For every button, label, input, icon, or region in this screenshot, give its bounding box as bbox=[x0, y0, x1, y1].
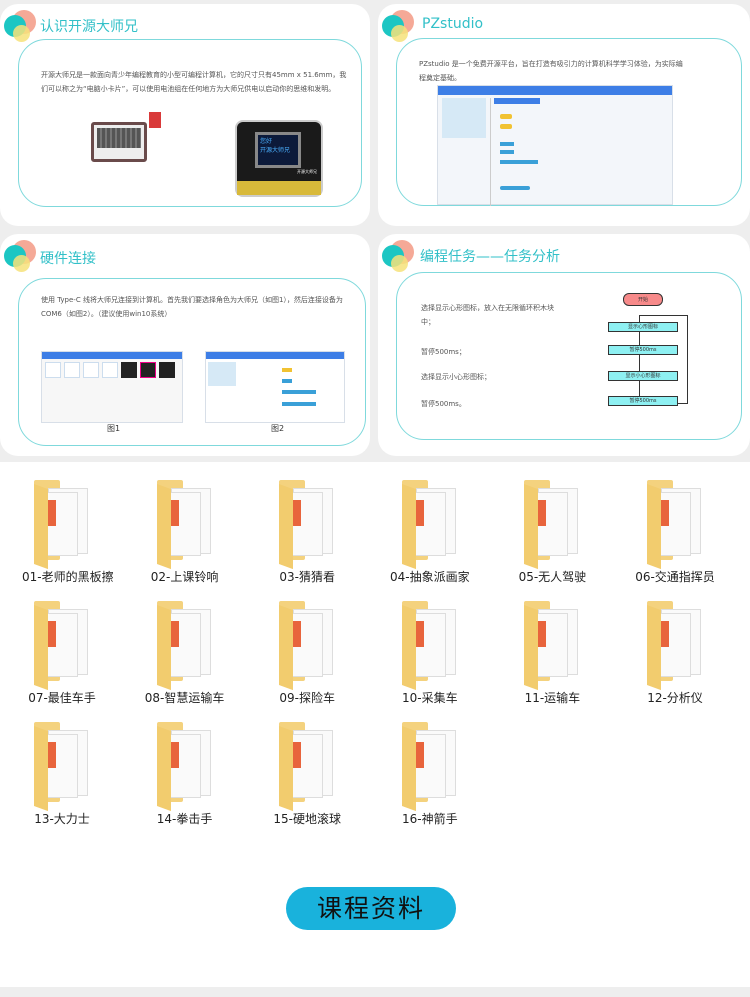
folder-label: 07-最佳车手 bbox=[28, 691, 96, 705]
folder-icon bbox=[398, 720, 462, 812]
folder-icon bbox=[275, 599, 339, 691]
folder-item[interactable]: 11-运输车 bbox=[512, 599, 592, 706]
folder-item[interactable]: 04-抽象派画家 bbox=[390, 478, 470, 585]
flow-node: 显示心形图标 bbox=[608, 322, 678, 332]
flow-node: 暂停500ms bbox=[608, 345, 678, 355]
card-title: 编程任务——任务分析 bbox=[420, 249, 560, 265]
card-title: PZstudio bbox=[422, 16, 484, 32]
card-intro: 认识开源大师兄 开源大师兄是一款面向青少年编程教育的小型可编程计算机，它的尺寸只… bbox=[0, 4, 370, 226]
decor-circles-icon bbox=[382, 240, 414, 274]
folder-label: 10-采集车 bbox=[401, 691, 458, 705]
flow-node: 显示小心形图标 bbox=[608, 371, 678, 381]
folder-item[interactable]: 16-神箭手 bbox=[390, 720, 470, 827]
card-content: 选择显示心形图标，放入在无限循环积木块中； 暂停500ms； 选择显示小心形图标… bbox=[396, 272, 742, 440]
folder-label: 11-运输车 bbox=[524, 691, 581, 705]
card-hardware: 硬件连接 使用 Type-C 线将大师兄连接到计算机。首先我们要选择角色为大师兄… bbox=[0, 234, 370, 456]
card-content: 使用 Type-C 线将大师兄连接到计算机。首先我们要选择角色为大师兄（如图1）… bbox=[18, 278, 366, 446]
card-content: PZstudio 是一个免费开源平台，旨在打造有吸引力的计算机科学学习体验，为实… bbox=[396, 38, 742, 206]
task-step: 选择显示心形图标，放入在无限循环积木块中； bbox=[421, 304, 554, 326]
folder-icon bbox=[520, 478, 584, 570]
board-label: 开源大师兄 bbox=[297, 169, 317, 174]
folder-label: 04-抽象派画家 bbox=[389, 570, 470, 584]
folder-label: 15-硬地滚球 bbox=[273, 812, 341, 826]
folder-label: 06-交通指挥员 bbox=[635, 570, 715, 584]
figure-2-screenshot bbox=[205, 351, 345, 423]
screen-line: 开源大师兄 bbox=[260, 147, 291, 154]
folder-item[interactable]: 08-智慧运输车 bbox=[145, 599, 225, 706]
card-content: 开源大师兄是一款面向青少年编程教育的小型可编程计算机，它的尺寸只有45mm x … bbox=[18, 39, 362, 207]
folder-item[interactable]: 07-最佳车手 bbox=[22, 599, 102, 706]
folder-icon bbox=[398, 599, 462, 691]
folder-item[interactable]: 02-上课铃响 bbox=[145, 478, 225, 585]
folder-label: 16-神箭手 bbox=[401, 812, 458, 826]
folder-item[interactable]: 03-猜猜看 bbox=[267, 478, 347, 585]
laptop-illustration bbox=[91, 122, 147, 162]
folder-item[interactable]: 09-探险车 bbox=[267, 599, 347, 706]
figure-2-caption: 图2 bbox=[271, 424, 285, 433]
folder-item[interactable]: 15-硬地滚球 bbox=[267, 720, 347, 827]
folder-icon bbox=[275, 720, 339, 812]
figure-1-caption: 图1 bbox=[107, 424, 121, 433]
folder-label: 09-探险车 bbox=[279, 691, 335, 705]
folder-icon bbox=[275, 478, 339, 570]
folder-icon bbox=[30, 478, 94, 570]
folder-icon bbox=[30, 599, 94, 691]
task-step: 暂停500ms； bbox=[421, 348, 466, 356]
bottom-divider bbox=[0, 987, 750, 997]
notebook-illustration bbox=[149, 112, 161, 128]
decor-circles-icon bbox=[382, 10, 414, 44]
card-pzstudio: PZstudio PZstudio 是一个免费开源平台，旨在打造有吸引力的计算机… bbox=[378, 4, 750, 226]
pzstudio-screenshot bbox=[437, 85, 673, 206]
flow-node: 暂停500ms bbox=[608, 396, 678, 406]
decor-circles-icon bbox=[4, 240, 36, 274]
task-step: 选择显示小心形图标； bbox=[421, 373, 491, 381]
decor-circles-icon bbox=[4, 10, 36, 44]
course-materials-button[interactable]: 课程资料 bbox=[286, 887, 456, 930]
folder-label: 05-无人驾驶 bbox=[518, 570, 587, 584]
folder-icon bbox=[153, 478, 217, 570]
folder-item[interactable]: 13-大力士 bbox=[22, 720, 102, 827]
folder-item[interactable]: 10-采集车 bbox=[390, 599, 470, 706]
folder-item[interactable]: 01-老师的黑板擦 bbox=[22, 478, 114, 585]
folder-icon bbox=[153, 720, 217, 812]
folder-icon bbox=[643, 478, 707, 570]
board-image: 您好 开源大师兄 开源大师兄 bbox=[235, 120, 323, 197]
folder-label: 13-大力士 bbox=[34, 812, 90, 826]
folder-item[interactable]: 12-分析仪 bbox=[635, 599, 715, 706]
flow-start: 开始 bbox=[623, 293, 663, 306]
card-task: 编程任务——任务分析 选择显示心形图标，放入在无限循环积木块中； 暂停500ms… bbox=[378, 234, 750, 456]
folder-label: 03-猜猜看 bbox=[279, 570, 335, 584]
figure-1-screenshot bbox=[41, 351, 183, 423]
folder-icon bbox=[643, 599, 707, 691]
folder-label: 14-拳击手 bbox=[156, 812, 213, 826]
folder-icon bbox=[153, 599, 217, 691]
pzstudio-text: PZstudio 是一个免费开源平台，旨在打造有吸引力的计算机科学学习体验，为实… bbox=[419, 60, 683, 82]
folder-item[interactable]: 14-拳击手 bbox=[145, 720, 225, 827]
folder-label: 08-智慧运输车 bbox=[144, 691, 225, 705]
intro-text: 开源大师兄是一款面向青少年编程教育的小型可编程计算机，它的尺寸只有45mm x … bbox=[41, 71, 347, 93]
card-title: 认识开源大师兄 bbox=[40, 19, 138, 35]
task-step: 暂停500ms。 bbox=[421, 400, 466, 408]
folder-item[interactable]: 05-无人驾驶 bbox=[512, 478, 592, 585]
card-title: 硬件连接 bbox=[40, 251, 96, 267]
folder-icon bbox=[520, 599, 584, 691]
folder-label: 02-上课铃响 bbox=[150, 570, 219, 584]
feature-cards-area: 认识开源大师兄 开源大师兄是一款面向青少年编程教育的小型可编程计算机，它的尺寸只… bbox=[0, 0, 750, 462]
hardware-text: 使用 Type-C 线将大师兄连接到计算机。首先我们要选择角色为大师兄（如图1）… bbox=[41, 296, 343, 318]
folder-icon bbox=[398, 478, 462, 570]
folder-label: 12-分析仪 bbox=[647, 691, 703, 705]
screen-line: 您好 bbox=[260, 138, 273, 145]
folder-item[interactable]: 06-交通指挥员 bbox=[635, 478, 715, 585]
folder-label: 01-老师的黑板擦 bbox=[22, 570, 114, 584]
folder-icon bbox=[30, 720, 94, 812]
